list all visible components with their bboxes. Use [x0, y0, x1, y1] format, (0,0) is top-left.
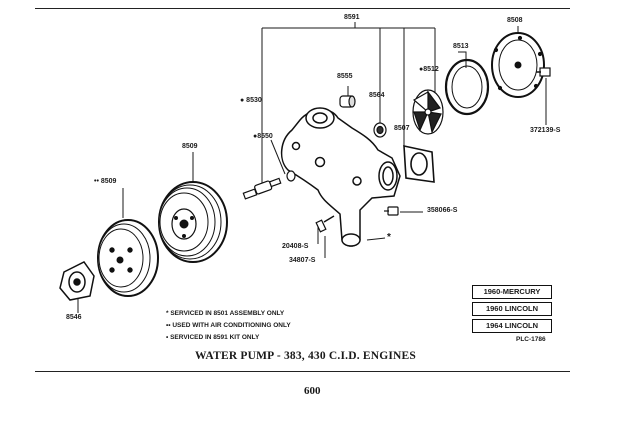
legend-air-conditioning: •• USED WITH AIR CONDITIONING ONLY [166, 322, 291, 329]
part-label-8550: ●8550 [253, 133, 273, 140]
application-box-1964-lincoln: 1964 LINCOLN [472, 319, 552, 333]
diagram-caption: WATER PUMP - 383, 430 C.I.D. ENGINES [195, 350, 417, 362]
legend-assembly-only: * SERVICED IN 8501 ASSEMBLY ONLY [166, 310, 285, 317]
part-label-8509-ac-pulley: •• 8509 [94, 178, 117, 185]
part-label-8530: ● 8530 [240, 97, 262, 104]
part-label-8508: 8508 [507, 17, 523, 24]
legend-kit-only: • SERVICED IN 8591 KIT ONLY [166, 334, 260, 341]
top-rule [35, 8, 570, 9]
part-label-20408-s: 20408-S [282, 243, 309, 250]
part-label-8507: 8507 [394, 125, 410, 132]
page-number: 600 [304, 385, 321, 397]
part-label-8564: 8564 [369, 92, 385, 99]
application-box-1960-mercury: 1960-MERCURY [472, 285, 552, 299]
part-label-8509-pulley: 8509 [182, 143, 198, 150]
part-label-34807-s: 34807-S [289, 257, 316, 264]
part-label-8591: 8591 [344, 14, 360, 21]
application-box-1960-lincoln: 1960 LINCOLN [472, 302, 552, 316]
part-label-358066-s: 358066-S [427, 207, 458, 214]
part-label-8546: 8546 [66, 314, 82, 321]
part-label-372139-s: 372139-S [530, 127, 561, 134]
part-label-8512: ●8512 [419, 66, 439, 73]
assembly-asterisk-marker: * [387, 232, 391, 243]
part-label-8555: 8555 [337, 73, 353, 80]
part-label-8513: 8513 [453, 43, 469, 50]
bottom-rule [35, 371, 570, 372]
plate-id: PLC-1786 [516, 336, 546, 343]
